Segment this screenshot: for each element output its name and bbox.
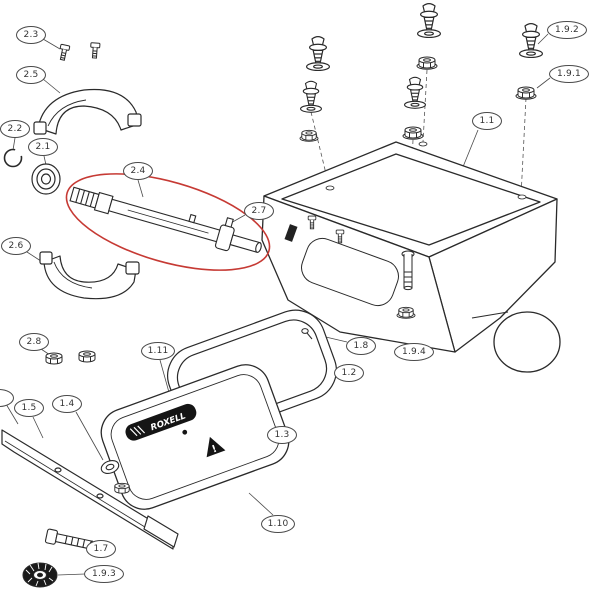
callout-2-2: 2.2 <box>0 120 30 138</box>
callout-1-5: 1.5 <box>14 399 44 417</box>
callout-2-5: 2.5 <box>16 66 46 84</box>
warning-triangle-icon: ! <box>206 436 226 458</box>
callout-1-9-4: 1.9.4 <box>394 343 434 361</box>
part-blade-1-5 <box>1 429 179 550</box>
callout-2-4: 2.4 <box>123 162 153 180</box>
part-screw-1-9-2 <box>417 2 441 39</box>
callout-1-9-1: 1.9.1 <box>549 65 589 83</box>
callout-1-11: 1.11 <box>141 342 175 360</box>
callout-1-9-2: 1.9.2 <box>547 21 587 39</box>
part-bearing-2-1 <box>31 163 61 195</box>
part-nut-1-9-1 <box>516 87 536 99</box>
part-housing-lower-2-6 <box>39 251 140 300</box>
part-nuts-2-8 <box>45 350 96 365</box>
part-bolt-1-9-4 <box>401 250 415 291</box>
callout-1-7: 1.7 <box>86 540 116 558</box>
highlight-ellipse <box>65 173 271 271</box>
part-bolts-2-3 <box>57 42 101 62</box>
callout-1-10: 1.10 <box>261 515 295 533</box>
callout-1-2: 1.2 <box>334 364 364 382</box>
part-screw-1-8 <box>301 328 313 340</box>
callout-2-3: 2.3 <box>16 26 46 44</box>
plate-hole <box>182 429 188 435</box>
callout-2-6: 2.6 <box>1 237 31 255</box>
part-cover-plate-1-11: ROXELL ! <box>100 364 290 510</box>
part-ring-2-2 <box>3 148 23 168</box>
part-shaft-2-4 <box>69 186 262 253</box>
part-mounting-screws <box>300 2 544 142</box>
callout-2-1: 2.1 <box>28 138 58 156</box>
part-interior-bolts <box>307 215 415 318</box>
callout-1-9-3: 1.9.3 <box>84 565 124 583</box>
callout-1-3: 1.3 <box>267 426 297 444</box>
part-housing-upper-2-5 <box>33 88 142 135</box>
callout-2-8: 2.8 <box>19 333 49 351</box>
part-wheel-1-9-3 <box>22 562 58 588</box>
svg-text:!: ! <box>210 444 218 456</box>
callout-1-1: 1.1 <box>472 112 502 130</box>
callout-1-8: 1.8 <box>346 337 376 355</box>
part-washer-1-4 <box>100 460 130 494</box>
callout-1-4: 1.4 <box>52 395 82 413</box>
callout-2-7: 2.7 <box>244 202 274 220</box>
